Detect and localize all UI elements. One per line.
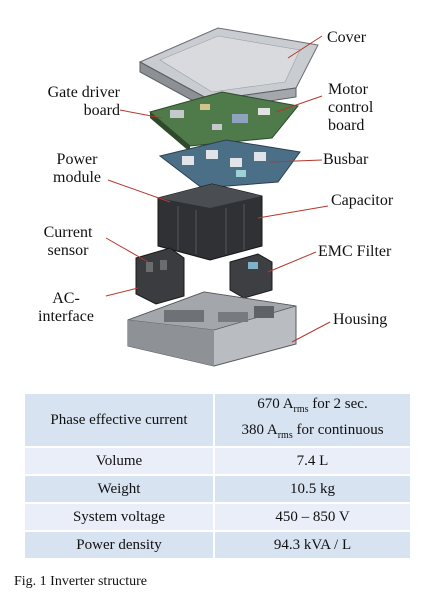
capacitor-part [157,183,263,261]
specifications-table: Phase effective current 670 Arms for 2 s… [23,392,412,560]
table-row: Phase effective current 670 Arms for 2 s… [23,392,412,448]
label-emc-filter: EMC Filter [318,243,392,260]
housing-part [127,291,297,367]
leader-lines [105,35,331,343]
value-cell: 450 – 850 V [213,502,412,532]
value-cell: 670 Arms for 2 sec. 380 Arms for continu… [213,392,412,448]
inverter-exploded-diagram [105,27,331,367]
param-cell: Weight [23,474,215,504]
value-cell: 10.5 kg [213,474,412,504]
emc-filter-part [229,253,273,299]
param-cell: Phase effective current [23,392,215,448]
value-cell: 94.3 kVA / L [213,530,412,560]
busbar-part [158,139,301,189]
gate-driver-board-part [148,91,299,152]
current-sensor-part [135,247,185,305]
param-cell: Volume [23,446,215,476]
param-cell: System voltage [23,502,215,532]
table-row: Weight 10.5 kg [23,474,412,504]
label-cover: Cover [327,29,367,46]
label-capacitor: Capacitor [331,192,394,209]
table-row: Volume 7.4 L [23,446,412,476]
label-housing: Housing [333,311,388,328]
table-row: System voltage 450 – 850 V [23,502,412,532]
table-row: Power density 94.3 kVA / L [23,530,412,560]
figure-caption: Fig. 1 Inverter structure [14,574,147,589]
param-cell: Power density [23,530,215,560]
label-ac-interface: AC-interface [38,290,94,325]
label-busbar: Busbar [323,151,369,168]
value-cell: 7.4 L [213,446,412,476]
